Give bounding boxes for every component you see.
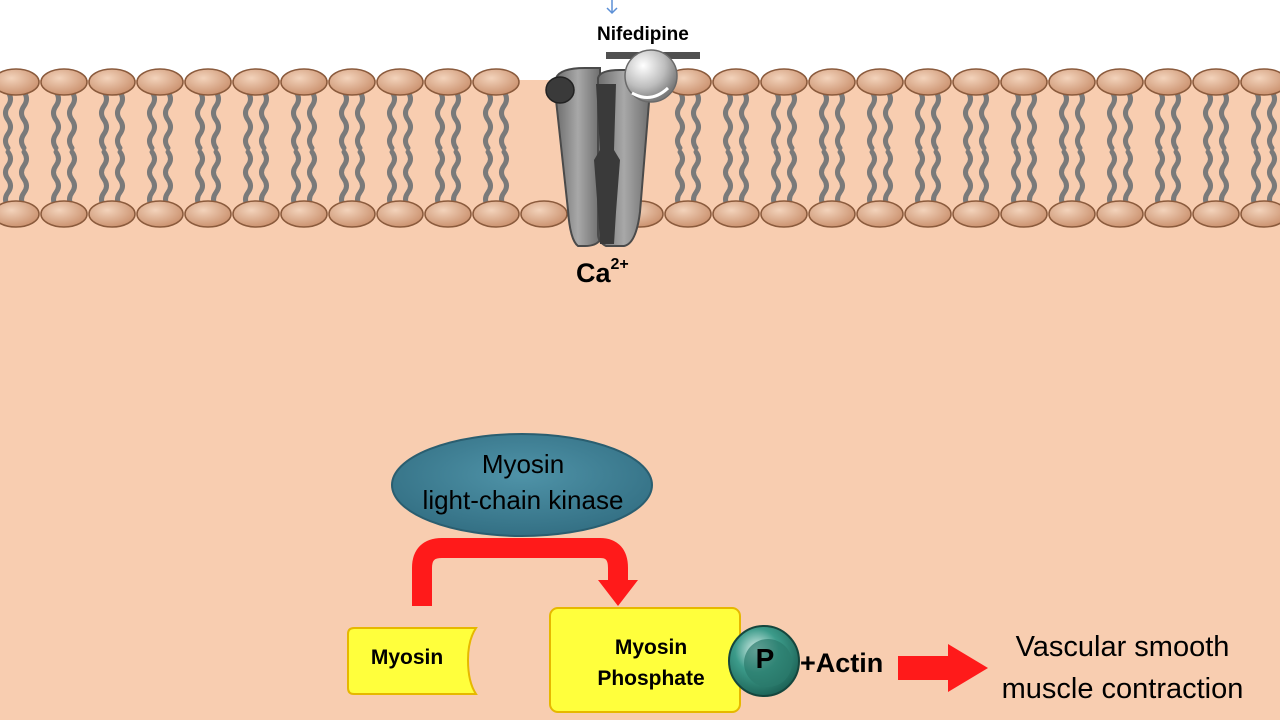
product-label-line1: Myosin xyxy=(614,636,688,659)
lipid-head xyxy=(856,200,904,228)
outcome-label-line1: Vascular smooth xyxy=(1015,631,1230,663)
lipid-head xyxy=(376,200,424,228)
lipid-head xyxy=(1000,200,1048,228)
down-arrow-icon xyxy=(606,0,618,15)
lipid-head xyxy=(1000,68,1048,96)
lipid-head xyxy=(856,68,904,96)
lipid-head xyxy=(184,68,232,96)
actin-label: +Actin xyxy=(800,648,884,678)
lipid-head xyxy=(0,68,40,96)
lipid-head xyxy=(472,68,520,96)
lipid-head xyxy=(136,200,184,228)
lipid-head xyxy=(328,68,376,96)
lipid-head xyxy=(88,68,136,96)
lipid-head xyxy=(808,68,856,96)
lipid-head xyxy=(1144,200,1192,228)
lipid-head xyxy=(712,200,760,228)
enzyme-label-line1: Myosin xyxy=(481,449,565,479)
myosin-label: Myosin xyxy=(370,646,444,669)
contraction-arrow xyxy=(898,644,988,692)
lipid-head xyxy=(904,200,952,228)
lipid-head xyxy=(952,200,1000,228)
outcome-label-line2: muscle contraction xyxy=(1001,673,1244,705)
lipid-head xyxy=(1240,68,1280,96)
lipid-head xyxy=(328,200,376,228)
lipid-head xyxy=(88,200,136,228)
lipid-head xyxy=(424,200,472,228)
lipid-head xyxy=(376,68,424,96)
calcium-channel-icon xyxy=(545,49,700,247)
lipid-head xyxy=(1048,200,1096,228)
outcome-label: Vascular smooth muscle contraction xyxy=(980,626,1265,710)
lipid-head xyxy=(40,68,88,96)
product-label-line2: Phosphate xyxy=(597,667,705,690)
nifedipine-label: Nifedipine xyxy=(597,24,689,45)
calcium-ion-label: Ca2+ xyxy=(576,256,629,289)
enzyme-label-line2: light-chain kinase xyxy=(422,485,624,515)
myosin-light-chain-kinase-ellipse xyxy=(391,433,653,537)
lipid-head xyxy=(184,200,232,228)
lipid-head xyxy=(472,200,520,228)
nifedipine-sphere-icon xyxy=(624,49,678,103)
lipid-head xyxy=(232,200,280,228)
lipid-head xyxy=(280,200,328,228)
lipid-head xyxy=(1048,68,1096,96)
lipid-head xyxy=(1240,200,1280,228)
lipid-head xyxy=(1192,200,1240,228)
lipid-head xyxy=(664,200,712,228)
lipid-head xyxy=(136,68,184,96)
lipid-head xyxy=(760,68,808,96)
phosphate-label: P xyxy=(755,643,775,674)
lipid-head xyxy=(0,200,40,228)
lipid-head xyxy=(952,68,1000,96)
lipid-head xyxy=(712,68,760,96)
lipid-head xyxy=(520,200,568,228)
myosin-box xyxy=(347,627,478,695)
lipid-head xyxy=(280,68,328,96)
cell-membrane xyxy=(0,68,1280,228)
lipid-head xyxy=(760,200,808,228)
lipid-head xyxy=(1192,68,1240,96)
lipid-head xyxy=(424,68,472,96)
lipid-head xyxy=(808,200,856,228)
ion-symbol: Ca xyxy=(576,258,611,288)
lipid-head xyxy=(904,68,952,96)
phosphorylation-arrow xyxy=(412,538,638,606)
lipid-head xyxy=(40,200,88,228)
lipid-head xyxy=(1096,200,1144,228)
lipid-head xyxy=(1096,68,1144,96)
lipid-head xyxy=(232,68,280,96)
ion-charge: 2+ xyxy=(610,256,629,273)
lipid-head xyxy=(1144,68,1192,96)
enzyme-label: Myosin light-chain kinase xyxy=(394,446,652,518)
myosin-phosphate-label: Myosin Phosphate xyxy=(556,632,746,694)
